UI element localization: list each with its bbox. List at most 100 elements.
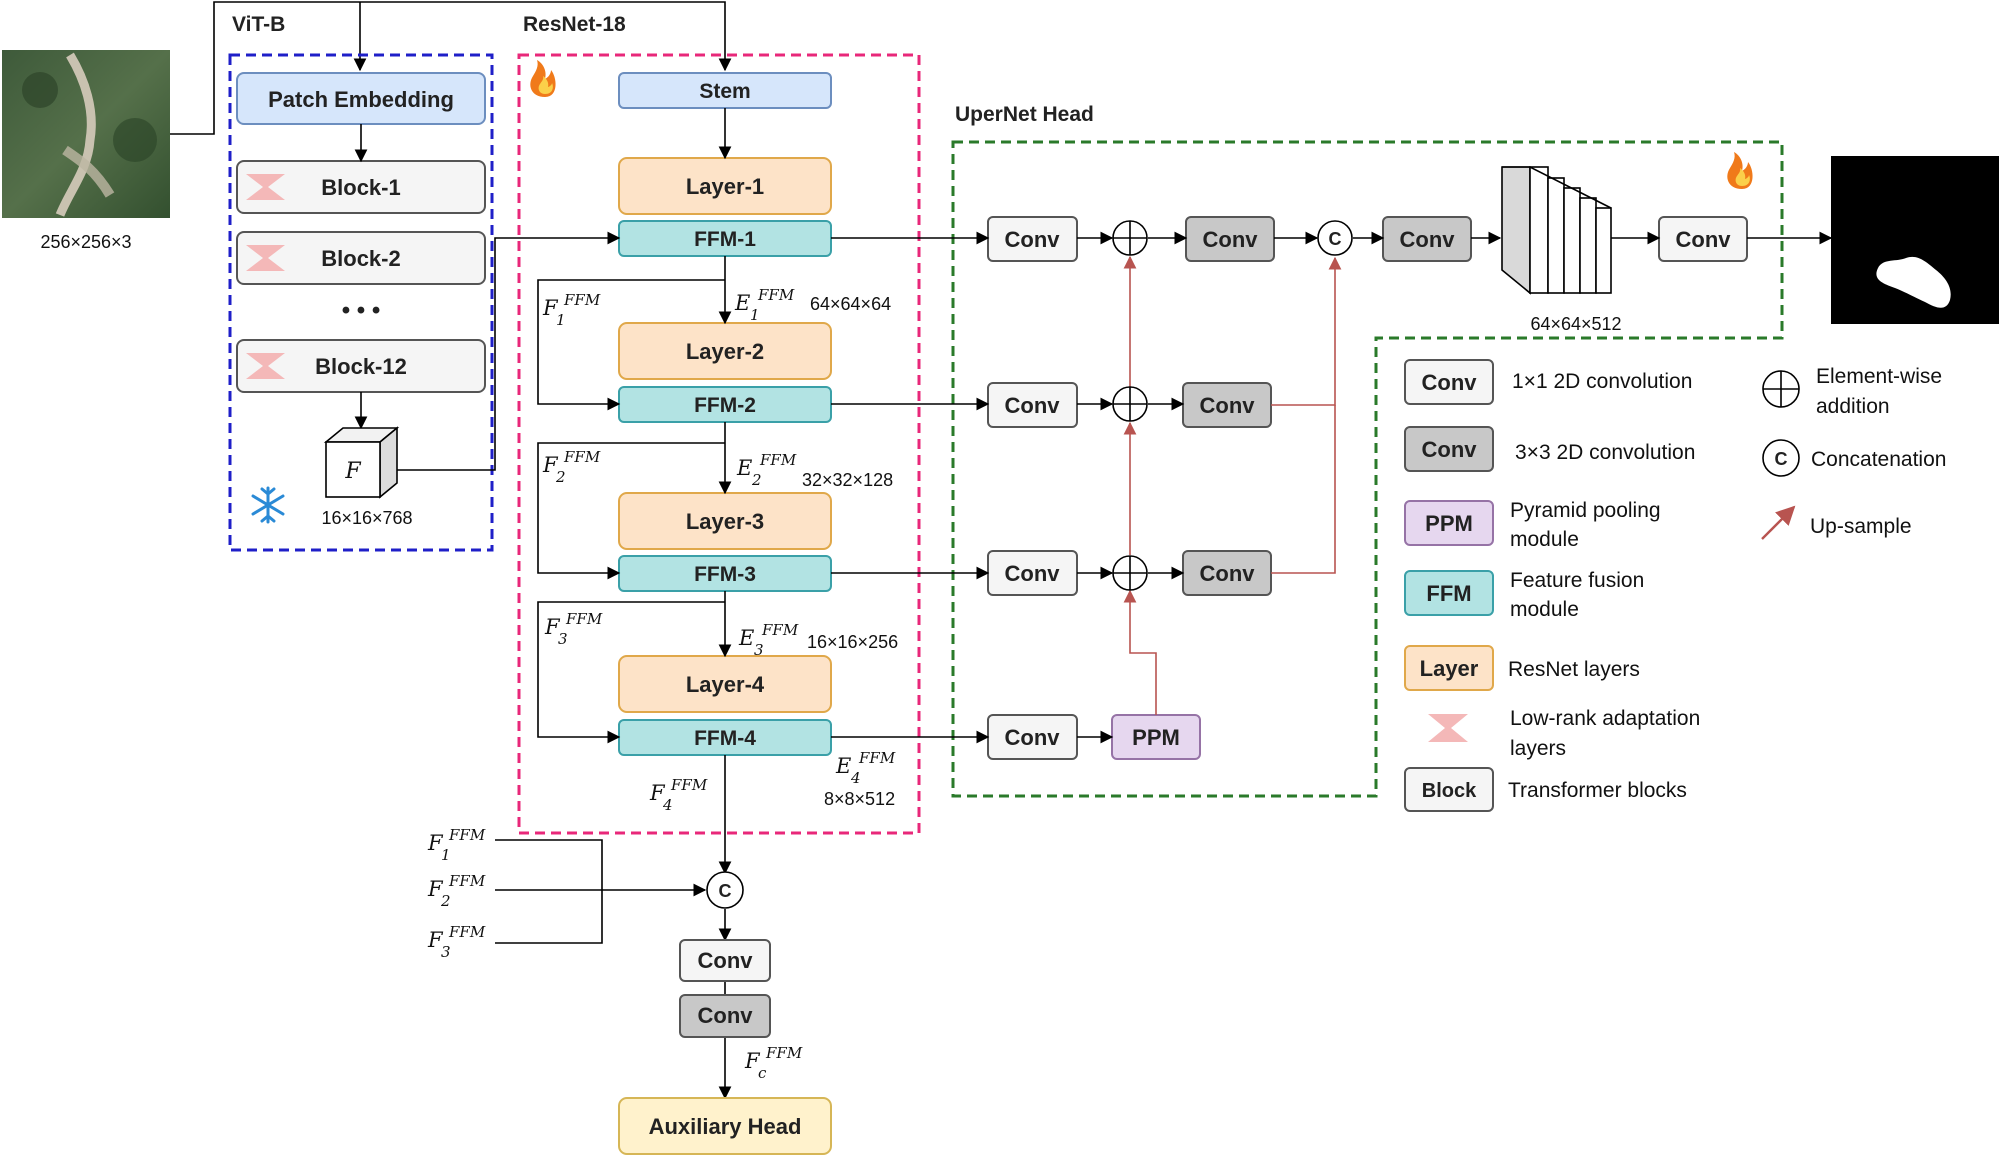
aux-concat-label: C — [719, 881, 732, 901]
svg-text:F: F — [744, 1049, 761, 1073]
legend-layer: Layer ResNet layers — [1404, 645, 1640, 691]
feature-symbol: F — [344, 459, 361, 484]
svg-text:FFM-2: FFM-2 — [694, 394, 756, 417]
svg-text:3×3 2D convolution: 3×3 2D convolution — [1515, 441, 1695, 464]
svg-text:FFM-4: FFM-4 — [694, 727, 756, 750]
svg-text:E: E — [835, 754, 851, 778]
svg-text:Block-1: Block-1 — [321, 175, 400, 200]
legend-add: Element-wise addition — [1762, 365, 1942, 418]
size-16: 16×16×256 — [807, 632, 898, 652]
svg-text:FFM-3: FFM-3 — [694, 563, 756, 586]
svg-text:F: F — [542, 296, 559, 320]
upernet-final-conv: Conv — [1658, 216, 1748, 262]
svg-text:PPM: PPM — [1425, 511, 1473, 536]
svg-text:1×1 2D convolution: 1×1 2D convolution — [1512, 370, 1692, 393]
upernet-flow-arrows — [831, 231, 1833, 744]
vit-ellipsis: • • • — [342, 297, 381, 324]
resnet-title: ResNet-18 — [523, 13, 626, 36]
ffm-3: FFM-3 — [618, 555, 832, 592]
svg-text:FFM: FFM — [565, 610, 603, 628]
legend-lora: Low-rank adaptation layers — [1428, 707, 1700, 760]
vit-frame — [228, 53, 494, 552]
f1-label: F 1 FFM — [542, 291, 601, 329]
layer-1: Layer-1 — [618, 157, 832, 215]
legend-ffm: FFM Feature fusion module — [1404, 569, 1644, 621]
svg-text:FFM: FFM — [448, 923, 486, 941]
svg-text:Layer-3: Layer-3 — [686, 509, 764, 534]
upernet-lateral-conv-2: Conv — [987, 382, 1078, 428]
patch-embedding-label: Patch Embedding — [268, 87, 454, 112]
f3-label: F 3 FFM — [544, 610, 603, 648]
svg-text:Up-sample: Up-sample — [1810, 515, 1912, 538]
ffm-4: FFM-4 — [618, 719, 832, 756]
svg-text:1: 1 — [441, 846, 451, 864]
svg-text:3: 3 — [754, 641, 764, 659]
auxiliary-head: Auxiliary Head — [618, 1097, 832, 1155]
lora-icon — [246, 174, 285, 200]
input-size-label: 256×256×3 — [40, 232, 131, 252]
svg-text:E: E — [734, 291, 750, 315]
size-8: 8×8×512 — [824, 789, 895, 809]
legend: Conv 1×1 2D convolution Conv 3×3 2D conv… — [1404, 359, 1946, 812]
vit-block-2: Block-2 — [236, 231, 486, 285]
svg-text:Layer: Layer — [1420, 656, 1479, 681]
svg-text:FFM: FFM — [1426, 581, 1471, 606]
e4-label: E 4 FFM — [835, 749, 896, 787]
svg-text:Conv: Conv — [1005, 393, 1061, 418]
svg-text:Block-2: Block-2 — [321, 246, 400, 271]
resnet-arrows — [397, 108, 732, 875]
svg-text:Conv: Conv — [1400, 227, 1456, 252]
svg-text:Conv: Conv — [1200, 393, 1256, 418]
upernet-frame — [951, 140, 1784, 798]
svg-text:FFM: FFM — [563, 291, 601, 309]
upernet-lateral-conv-4: Conv — [987, 714, 1078, 760]
legend-ppm: PPM Pyramid pooling module — [1404, 499, 1661, 551]
svg-text:Conv: Conv — [1200, 561, 1256, 586]
feature-volume-icon — [1501, 166, 1612, 295]
svg-text:C: C — [1775, 449, 1788, 469]
svg-text:Conv: Conv — [1422, 370, 1478, 395]
svg-text:FFM-1: FFM-1 — [694, 228, 756, 251]
svg-text:Conv: Conv — [1005, 227, 1061, 252]
vit-block-1: Block-1 — [236, 160, 486, 214]
svg-text:Conv: Conv — [1005, 725, 1061, 750]
upsample-arrows — [1123, 255, 1342, 715]
svg-text:c: c — [758, 1064, 767, 1082]
svg-text:addition: addition — [1816, 395, 1890, 418]
svg-text:Conv: Conv — [1203, 227, 1259, 252]
lora-icon — [246, 353, 285, 379]
upernet-concat-label: C — [1329, 229, 1342, 249]
svg-text:4: 4 — [850, 769, 861, 787]
f2-label: F 2 FFM — [542, 448, 601, 486]
addition-node-1 — [1112, 220, 1148, 256]
svg-text:Conv: Conv — [1005, 561, 1061, 586]
svg-text:E: E — [736, 456, 752, 480]
e2-label: E 2 FFM — [736, 451, 797, 489]
svg-text:2: 2 — [440, 892, 451, 910]
svg-text:layers: layers — [1510, 737, 1566, 760]
lora-icon — [246, 245, 285, 271]
svg-text:4: 4 — [662, 796, 673, 814]
upernet-fpn-conv-1: Conv — [1185, 216, 1275, 262]
svg-text:module: module — [1510, 598, 1579, 621]
e3-label: E 3 FFM — [738, 621, 799, 659]
svg-text:2: 2 — [555, 468, 566, 486]
svg-text:3: 3 — [558, 630, 568, 648]
svg-text:Feature fusion: Feature fusion — [1510, 569, 1644, 592]
ffm-2: FFM-2 — [618, 386, 832, 423]
upernet-lateral-conv-3: Conv — [987, 550, 1078, 596]
aux-conv-1x1: Conv — [679, 939, 771, 982]
svg-text:E: E — [738, 626, 754, 650]
output-mask-image — [1831, 156, 1999, 324]
svg-text:Conv: Conv — [1422, 437, 1478, 462]
aux-inputs: F 1 FFM F 2 FFM F 3 FFM — [427, 826, 486, 961]
svg-text:3: 3 — [441, 943, 451, 961]
svg-text:F: F — [427, 928, 444, 952]
upernet-concat-node — [1317, 220, 1353, 256]
svg-text:FFM: FFM — [670, 776, 708, 794]
svg-text:Transformer blocks: Transformer blocks — [1508, 779, 1687, 802]
legend-conv3x3: Conv 3×3 2D convolution — [1404, 426, 1695, 472]
resnet-frame — [517, 53, 921, 835]
input-satellite-image — [2, 50, 170, 218]
